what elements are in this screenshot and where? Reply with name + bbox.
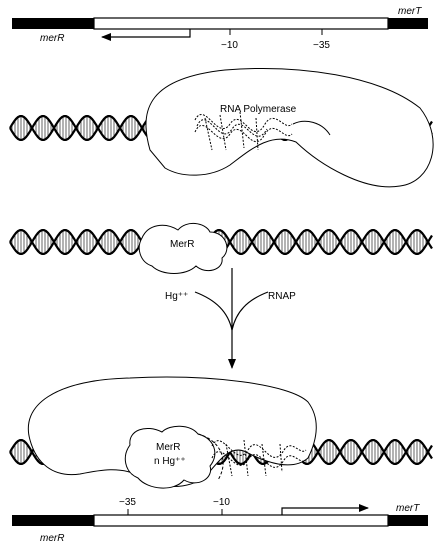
merr-protein-shape xyxy=(138,223,228,274)
top-gene-map: merR merT −10 −35 xyxy=(12,6,428,51)
hg-branch xyxy=(194,291,233,331)
hg-input-label: Hg⁺⁺ xyxy=(165,291,188,302)
panel-rnap-bound: RNA Polymerase xyxy=(9,68,434,188)
rna-polymerase-shape xyxy=(145,68,434,188)
merR-gene-block-bottom xyxy=(12,515,94,526)
merT-gene-block xyxy=(388,18,428,29)
merge-arrow: Hg⁺⁺ RNAP xyxy=(165,268,296,369)
merT-transcript-arrow xyxy=(281,504,369,515)
merT-gene-label-bottom: merT xyxy=(396,503,420,514)
merr-hg-label-line1: MerR xyxy=(156,442,180,453)
merr-hg-shape xyxy=(124,425,216,489)
minus35-label-bottom: −35 xyxy=(119,497,136,508)
bottom-gene-map: −35 −10 merT merR xyxy=(12,497,428,544)
merT-gene-block-bottom xyxy=(388,515,428,526)
minus10-label: −10 xyxy=(221,40,238,51)
minus10-label-bottom: −10 xyxy=(213,497,230,508)
merR-gene-block xyxy=(12,18,94,29)
merR-gene-label-bottom: merR xyxy=(40,533,64,544)
merT-gene-label: merT xyxy=(398,6,422,17)
panel-activated-complex: MerR n Hg⁺⁺ xyxy=(9,376,433,489)
minus35-label: −35 xyxy=(313,40,330,51)
melted-dna-bubble-1 xyxy=(194,111,293,151)
rnap-input-label: RNAP xyxy=(268,291,296,302)
merr-hg-label-line2: n Hg⁺⁺ xyxy=(154,456,186,467)
merR-gene-label: merR xyxy=(40,33,64,44)
rna-polymerase-label: RNA Polymerase xyxy=(220,104,297,115)
merr-hg-dashed-overlap xyxy=(197,433,224,481)
intergenic-region-bottom xyxy=(93,514,389,527)
intergenic-region xyxy=(93,17,389,30)
polymerase-dna-fold xyxy=(292,120,331,136)
merr-label: MerR xyxy=(170,239,194,250)
merR-transcript-arrow xyxy=(101,29,191,41)
melted-dna-bubble-2 xyxy=(211,439,307,477)
rnap-branch xyxy=(231,291,269,331)
panel-merr-bound: MerR xyxy=(9,223,433,274)
